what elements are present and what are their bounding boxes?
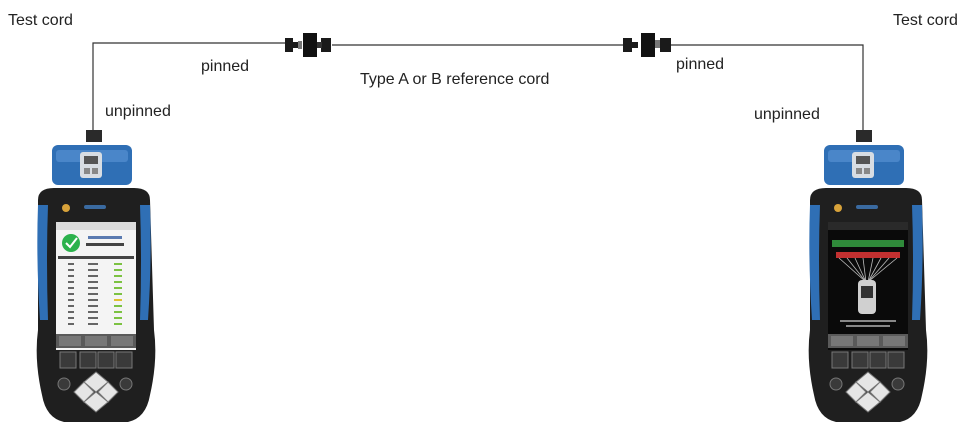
pinned-right-label: pinned	[676, 56, 725, 73]
reference-cord-label: Type A or B reference cord	[360, 71, 550, 88]
right-remote-module	[824, 145, 904, 185]
left-test-cord	[92, 42, 287, 130]
right-unpinned-connector	[856, 130, 872, 142]
left-tester-keypad	[57, 351, 133, 413]
right-tester-screen	[828, 222, 908, 350]
test-cord-right-label: Test cord	[893, 12, 958, 29]
left-coupler-connector	[285, 33, 331, 57]
left-tester-screen	[56, 222, 136, 350]
left-remote-module	[52, 145, 132, 185]
left-unpinned-connector	[86, 130, 102, 142]
unpinned-right-label: unpinned	[754, 106, 820, 123]
test-cord-left-label: Test cord	[8, 12, 73, 29]
right-test-cord	[670, 44, 864, 130]
pinned-left-label: pinned	[201, 58, 250, 75]
unpinned-left-label: unpinned	[105, 103, 171, 120]
right-tester-keypad	[829, 351, 905, 413]
right-coupler-connector	[623, 33, 671, 57]
